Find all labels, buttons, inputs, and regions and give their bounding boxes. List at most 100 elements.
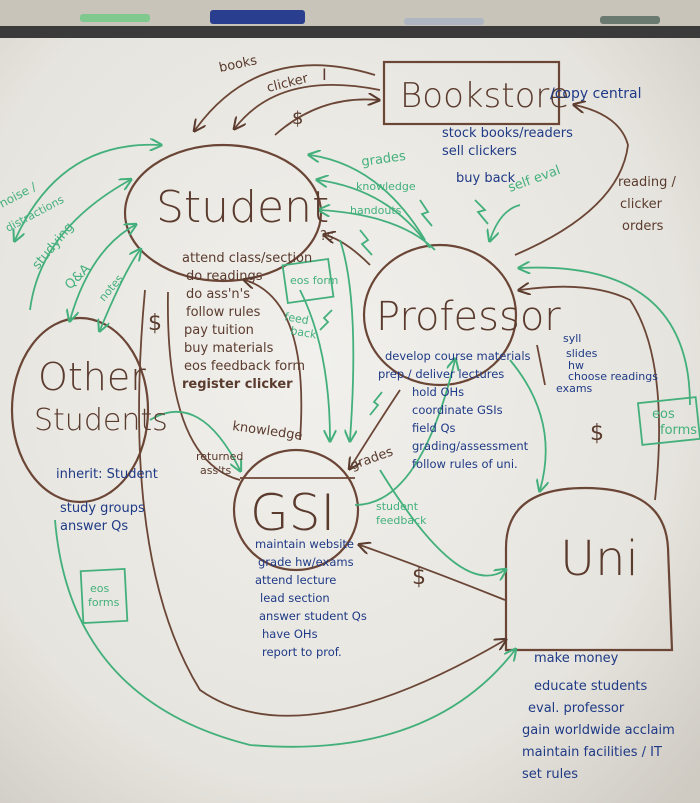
green-feedback bbox=[299, 289, 330, 440]
marker-blue bbox=[210, 10, 305, 24]
other-students-duty: study groups bbox=[60, 501, 145, 516]
professor-duty: coordinate GSIs bbox=[412, 403, 503, 417]
label-reading-orders-3: orders bbox=[622, 219, 664, 234]
label-reading-orders-2: clicker bbox=[620, 197, 663, 212]
gsi-duty: have OHs bbox=[262, 627, 318, 641]
green-noise bbox=[15, 145, 160, 240]
green-eos-student bbox=[339, 239, 353, 440]
green-prof-uni bbox=[509, 359, 546, 490]
label-dollar-student: $ bbox=[148, 311, 162, 336]
gsi-node bbox=[232, 448, 360, 572]
professor-duty: follow rules of uni. bbox=[412, 457, 518, 471]
gsi-duty: lead section bbox=[260, 591, 330, 605]
label-feedback-1: feed bbox=[283, 310, 309, 327]
label-eos-forms-left-2: forms bbox=[88, 596, 120, 609]
arrow-prof-to-student bbox=[325, 235, 371, 266]
label-qs: ?s bbox=[320, 229, 334, 244]
green-lightning-5 bbox=[319, 309, 333, 331]
bookstore-subtitle: /copy central bbox=[550, 86, 642, 102]
label-eos-form: eos form bbox=[290, 274, 338, 287]
green-uni-prof-right bbox=[520, 268, 691, 406]
arrow-knowledge bbox=[245, 280, 303, 441]
professor-material: syll bbox=[563, 332, 581, 345]
green-gsi-uni bbox=[379, 469, 505, 576]
student-duty: buy materials bbox=[184, 341, 274, 356]
student-title: Student bbox=[156, 182, 329, 233]
marker-dark bbox=[600, 16, 660, 24]
label-dollar-bookstore: $ bbox=[292, 108, 303, 129]
label-feedback-2: back bbox=[289, 324, 318, 341]
student-duty: do ass'n's bbox=[186, 287, 250, 302]
student-duty: pay tuition bbox=[184, 323, 254, 338]
professor-duty: field Qs bbox=[412, 421, 456, 435]
green-grades bbox=[310, 155, 426, 241]
uni-duty: maintain facilities / IT bbox=[522, 745, 662, 760]
label-handouts: handouts bbox=[350, 204, 402, 217]
gsi-duty: grade hw/exams bbox=[258, 555, 354, 569]
professor-duty: prep / deliver lectures bbox=[378, 367, 504, 381]
green-notes bbox=[100, 250, 140, 330]
marker-tray bbox=[0, 26, 700, 38]
eos-forms-box-right bbox=[636, 396, 700, 446]
professor-node bbox=[362, 243, 518, 387]
professor-title: Professor bbox=[376, 294, 561, 340]
green-knowledge bbox=[318, 180, 431, 249]
arrow-dollar-uni-gsi bbox=[360, 545, 506, 601]
uni-duty: set rules bbox=[522, 767, 578, 782]
bookstore-node bbox=[382, 60, 561, 126]
student-duty: register clicker bbox=[182, 377, 293, 392]
label-eos-forms-right-2: forms bbox=[660, 423, 697, 438]
label-clicker-roman: I bbox=[322, 65, 327, 84]
arrow-dollar-bookstore bbox=[274, 99, 378, 136]
green-student-feedback bbox=[354, 360, 455, 506]
label-eos-forms-right-1: eos bbox=[652, 407, 675, 422]
other-students-title-1: Other bbox=[38, 355, 146, 399]
label-knowledge-green: knowledge bbox=[356, 180, 416, 193]
green-handouts bbox=[320, 210, 436, 251]
label-dollar-uni-prof: $ bbox=[590, 421, 604, 446]
uni-duty: gain worldwide acclaim bbox=[522, 723, 675, 738]
uni-duty: make money bbox=[534, 651, 619, 666]
professor-material: choose readings bbox=[568, 370, 658, 383]
student-duty: eos feedback form bbox=[184, 359, 305, 374]
arrow-clicker bbox=[235, 84, 381, 128]
label-returned-assts-2: ass'ts bbox=[200, 464, 232, 477]
student-duty: follow rules bbox=[186, 305, 261, 320]
uni-node bbox=[504, 486, 674, 652]
marker-grey bbox=[404, 18, 484, 25]
arrow-books bbox=[195, 64, 376, 130]
professor-material: slides bbox=[566, 347, 598, 360]
green-lightning-4 bbox=[369, 391, 383, 416]
professor-material: hw bbox=[568, 359, 584, 372]
other-students-title-2: Students bbox=[34, 403, 168, 438]
arrow-reading-orders bbox=[514, 105, 629, 256]
green-qa bbox=[70, 225, 135, 320]
green-studying bbox=[29, 180, 130, 311]
label-student-feedback-2: feedback bbox=[376, 514, 427, 527]
gsi-duty: attend lecture bbox=[255, 573, 336, 587]
professor-duty: grading/assessment bbox=[412, 439, 529, 453]
arrow-grades-gsi bbox=[350, 389, 401, 468]
bookstore-duty: buy back bbox=[456, 171, 516, 186]
student-duty: do readings bbox=[186, 269, 263, 284]
gsi-duty: answer student Qs bbox=[259, 609, 367, 623]
professor-material: exams bbox=[556, 382, 593, 395]
student-duty: attend class/section bbox=[182, 251, 312, 266]
uni-title: Uni bbox=[560, 531, 639, 587]
label-reading-orders-1: reading / bbox=[618, 175, 677, 190]
bookstore-duty: sell clickers bbox=[442, 144, 517, 159]
green-other-loop bbox=[54, 519, 515, 748]
gsi-title: GSI bbox=[250, 484, 335, 542]
eos-form-box bbox=[281, 257, 335, 305]
uni-duty: eval. professor bbox=[528, 701, 625, 716]
eos-forms-box-left bbox=[79, 567, 129, 625]
label-dollar-uni-gsi: $ bbox=[412, 565, 426, 590]
label-eos-forms-left-1: eos bbox=[90, 582, 109, 595]
gsi-duty: maintain website bbox=[255, 537, 354, 551]
professor-bracket bbox=[536, 344, 546, 386]
arrow-dollar-uni-prof bbox=[520, 287, 660, 501]
arrow-student-to-gsi bbox=[167, 291, 241, 481]
label-grades: grades bbox=[360, 149, 406, 170]
